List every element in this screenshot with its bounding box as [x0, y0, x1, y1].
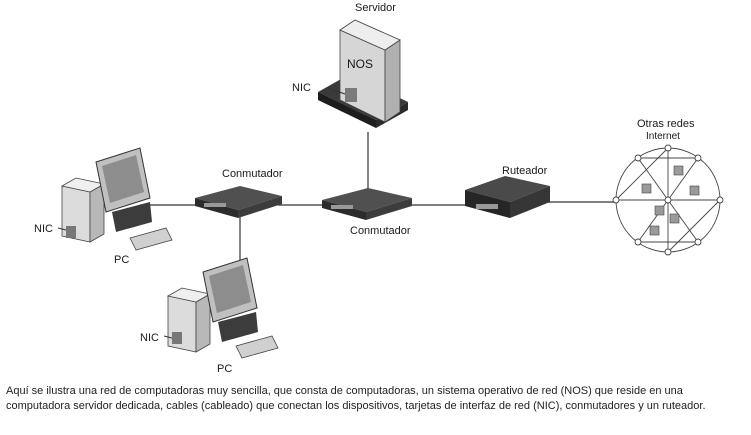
pc-icon-2 [163, 257, 279, 359]
figure-caption: Aquí se ilustra una red de computadoras … [6, 384, 748, 414]
caption-line-1: Aquí se ilustra una red de computadoras … [6, 385, 683, 397]
router-icon [465, 176, 550, 218]
pc-2-label: PC [217, 363, 233, 375]
router-label: Ruteador [502, 165, 548, 177]
server-nic-label: NIC [292, 82, 311, 94]
pc-2-nic-label: NIC [140, 332, 159, 344]
switch-icon-2 [322, 188, 412, 220]
pc-1-nic-label: NIC [34, 223, 53, 235]
caption-line-2: computadora servidor dedicada, cables (c… [6, 400, 706, 412]
server-icon [318, 19, 408, 128]
pc-1-label: PC [114, 254, 130, 266]
network-diagram: Servidor NOS NIC Conmutador Conmutador R… [34, 2, 724, 375]
pc-icon-1 [57, 147, 173, 251]
other-networks-label: Otras redes [637, 118, 695, 130]
nos-label: NOS [347, 57, 374, 71]
switch-icon-1 [195, 186, 282, 218]
internet-label: Internet [646, 131, 680, 142]
switch-1-label: Conmutador [222, 168, 283, 180]
server-label: Servidor [355, 2, 396, 14]
switch-2-label: Conmutador [350, 225, 411, 237]
internet-cloud-icon [612, 144, 724, 256]
